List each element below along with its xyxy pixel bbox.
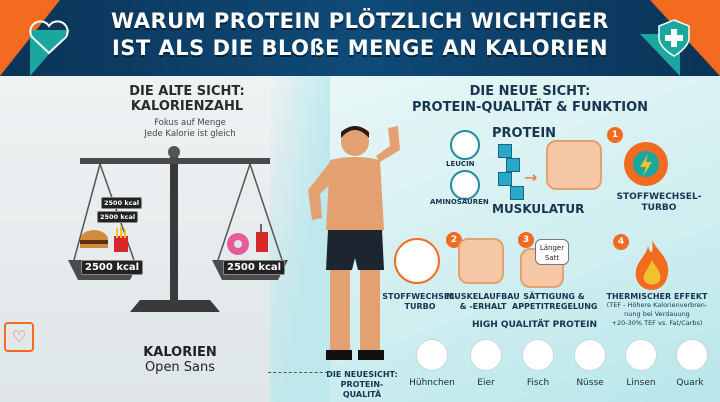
heading-line: PROTEIN-QUALITÄT & FUNKTION [411,100,649,115]
kcal-label: 2500 kcal [223,260,286,275]
bubble-line: Satt [544,254,560,262]
dashed-arrow [268,372,328,373]
kalorien-label: KALORIEN Open Sans [120,345,240,375]
protein-label: PROTEIN [492,126,557,141]
protein-cube [506,158,520,172]
kalorien-title: KALORIEN [143,345,217,360]
benefit-line: TURBO [641,203,677,213]
subtitle-line: Fokus auf Menge [154,118,226,128]
heading-line: KALORIENZAHL [130,99,244,114]
food-label: Hühnchen [409,378,455,388]
title-banner: WARUM PROTEIN PLÖTZLICH WICHTIGER IST AL… [0,0,720,76]
benefit-line: (TEF - Höhere Kalorienverbren- [606,301,708,309]
food-label: Nüsse [576,378,604,388]
heading-line: DIE NEUE SICHT: [469,84,591,99]
kcal-label: 2500 kcal [81,260,144,275]
font-label: Open Sans [144,360,216,375]
panel-divider [270,76,330,402]
egg-icon [470,339,502,371]
benefit-line: & -ERHALT [459,302,507,311]
athlete-figure [308,126,400,360]
muscle-icon [458,238,504,284]
label-line: PROTEIN-QUALITÄ [340,380,384,399]
benefit-number: 3 [518,232,534,248]
leucin-label: LEUCIN [446,160,475,168]
benefit-title: THERMISCHER EFFEKT (TEF - Höhere Kalorie… [596,292,718,328]
speech-bubble: Länger Satt [535,239,569,265]
benefit-line: +20-30% TEF vs. Fat/Carbs) [611,319,703,327]
food-label: Linsen [626,378,656,388]
gear-lightning-icon [624,142,668,186]
aminosaeuren-label: AMINOSÄUREN [430,198,489,206]
label-line: STOFFWECHSEL- [382,292,458,301]
benefit-line: APPETITREGELUNG [512,302,598,311]
old-view-heading: DIE ALTE SICHT: KALORIENZAHL [112,84,262,114]
page-title: WARUM PROTEIN PLÖTZLICH WICHTIGER IST AL… [90,8,630,62]
benefit-number: 1 [607,127,623,143]
kcal-label: 2500 kcal [101,197,143,209]
gear-icon [394,238,440,284]
quark-icon [676,339,708,371]
high-quality-label: HIGH QUALITÄT PROTEIN [472,320,597,330]
benefit-title: SÄTTIGUNG & APPETITREGELUNG [512,292,598,312]
muskulatur-label: MUSKULATUR [492,202,585,216]
label-line: TURBO [404,302,436,311]
subtitle-line: Jede Kalorie ist gleich [144,129,236,139]
medical-shield-icon [658,19,690,57]
heartbeat-icon [29,20,69,55]
lentils-icon [625,339,657,371]
old-view-panel [0,76,300,402]
arrow-right-icon: → [524,168,538,187]
benefit-line: SÄTTIGUNG & [523,292,585,301]
chicken-icon [416,339,448,371]
bubble-line: Länger [539,244,565,252]
kcal-label: 2500 kcal [97,211,139,223]
food-label: Quark [676,378,704,388]
balance-scale-icon [68,146,288,312]
flexed-arm-icon [546,140,602,190]
protein-cube [498,172,512,186]
benefit-title: STOFFWECHSEL- TURBO [604,192,714,214]
old-view-subtitle: Fokus auf Menge Jede Kalorie ist gleich [120,118,260,140]
heart-pulse-icon: ♡ [4,322,34,352]
heading-line: DIE ALTE SICHT: [129,84,245,99]
label-line: DIE NEUESICHT: [326,370,398,379]
amino-acids-icon [450,170,480,200]
benefit-line: nung bei Verdauung [624,310,690,318]
benefit-title: MUSKELAUFBAU & -ERHALT [446,292,520,312]
stoffwechsel-label: STOFFWECHSEL- TURBO [380,292,460,312]
food-label: Fisch [526,378,550,388]
protein-cube [498,144,512,158]
title-line: WARUM PROTEIN PLÖTZLICH WICHTIGER [111,9,609,33]
benefit-line: MUSKELAUFBAU [446,292,520,301]
title-line: IST ALS DIE BLOßE MENGE AN KALORIEN [111,36,609,60]
nuts-icon [574,339,606,371]
fish-icon [522,339,554,371]
flame-icon [635,240,669,290]
protein-cube [510,186,524,200]
food-label: Eier [477,378,495,388]
new-view-heading: DIE NEUE SICHT: PROTEIN-QUALITÄT & FUNKT… [380,84,680,116]
benefit-number: 4 [613,234,629,250]
benefit-line: STOFFWECHSEL- [616,192,702,202]
neuesicht-label: DIE NEUESICHT: PROTEIN-QUALITÄ [322,370,402,400]
leucin-icon [450,130,480,160]
benefit-line: THERMISCHER EFFEKT [606,292,708,301]
